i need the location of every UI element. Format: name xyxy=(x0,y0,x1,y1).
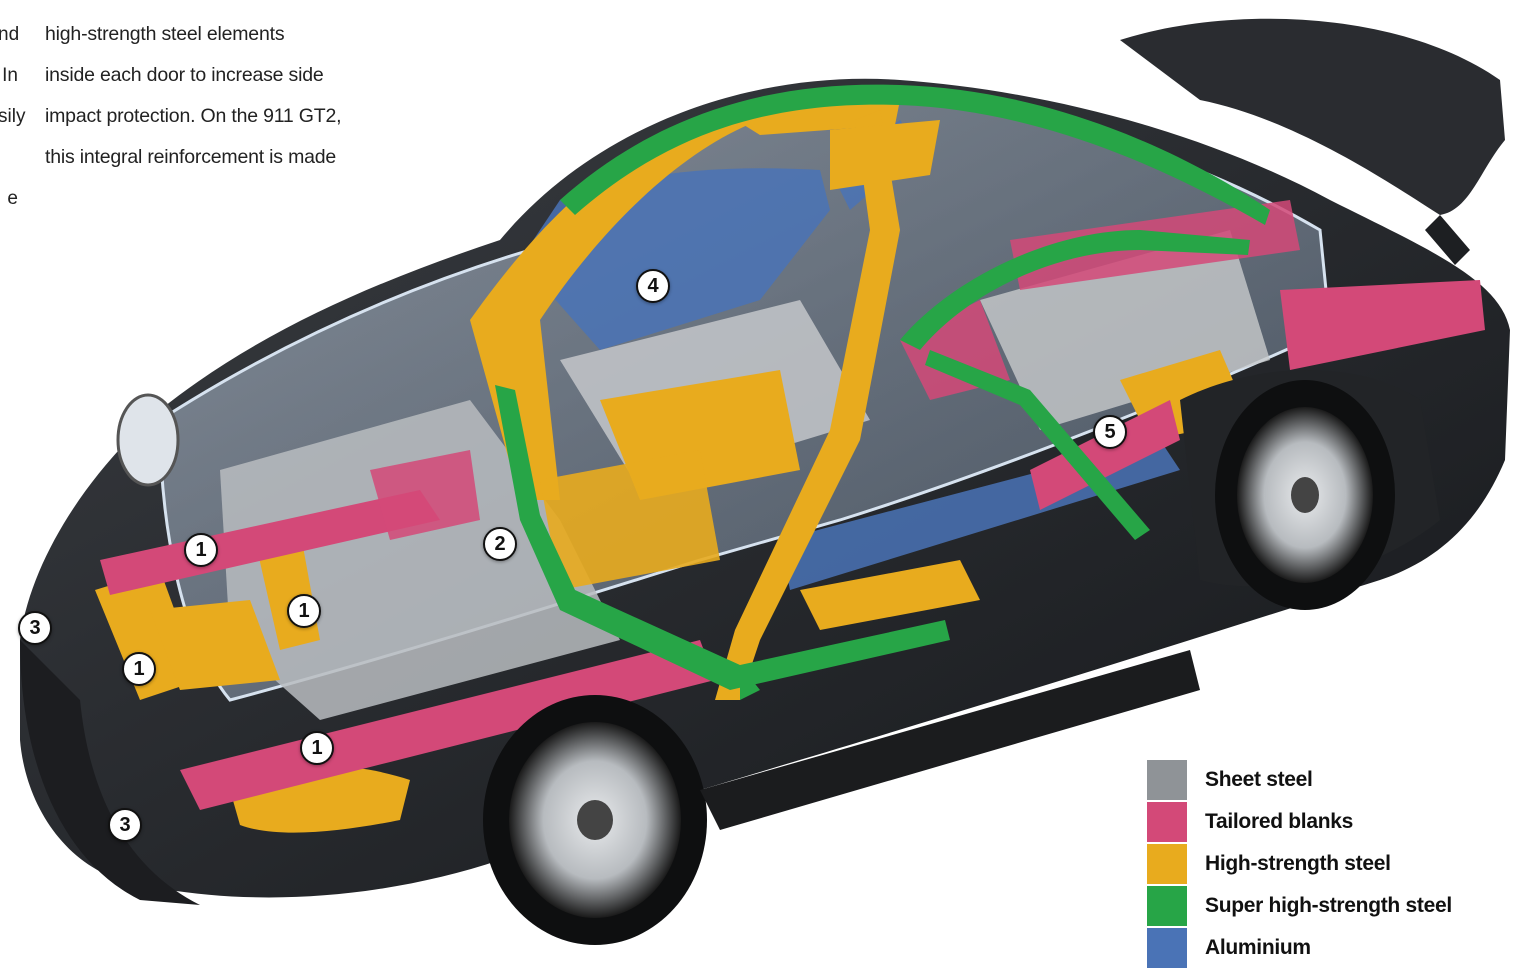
legend-swatch xyxy=(1147,928,1187,968)
callout-1: 1 xyxy=(300,731,334,765)
callout-5: 5 xyxy=(1093,415,1127,449)
body-line: this integral reinforcement is made xyxy=(45,146,337,168)
legend-swatch xyxy=(1147,886,1187,926)
callout-2: 2 xyxy=(483,527,517,561)
rear-wheel xyxy=(1215,380,1395,610)
body-text-column: high-strength steel elements inside each… xyxy=(45,14,375,178)
legend-swatch xyxy=(1147,844,1187,884)
legend-label: High-strength steel xyxy=(1205,852,1391,875)
body-line: high-strength steel elements xyxy=(45,23,285,45)
left-fragment: nd xyxy=(0,24,20,45)
legend-swatch xyxy=(1147,760,1187,800)
legend-item-aluminium: Aluminium xyxy=(1147,927,1477,969)
front-wheel xyxy=(483,695,707,945)
callout-1: 1 xyxy=(184,533,218,567)
legend-item-super-high-strength-steel: Super high-strength steel xyxy=(1147,885,1477,927)
legend-item-sheet-steel: Sheet steel xyxy=(1147,759,1477,801)
rear-spoiler xyxy=(1120,18,1505,216)
callout-3: 3 xyxy=(108,808,142,842)
left-fragment: e xyxy=(7,188,18,209)
legend-item-tailored-blanks: Tailored blanks xyxy=(1147,801,1477,843)
body-line: impact protection. On the 911 GT2, xyxy=(45,105,342,127)
legend-label: Tailored blanks xyxy=(1205,810,1353,833)
body-line: inside each door to increase side xyxy=(45,64,324,86)
material-legend: Sheet steel Tailored blanks High-strengt… xyxy=(1147,759,1477,969)
legend-label: Sheet steel xyxy=(1205,768,1313,791)
callout-4: 4 xyxy=(636,269,670,303)
callout-1: 1 xyxy=(287,594,321,628)
callout-3: 3 xyxy=(18,611,52,645)
legend-item-high-strength-steel: High-strength steel xyxy=(1147,843,1477,885)
legend-label: Super high-strength steel xyxy=(1205,894,1452,917)
legend-swatch xyxy=(1147,802,1187,842)
left-fragment: In xyxy=(2,65,18,86)
legend-label: Aluminium xyxy=(1205,936,1311,959)
callout-1: 1 xyxy=(122,652,156,686)
